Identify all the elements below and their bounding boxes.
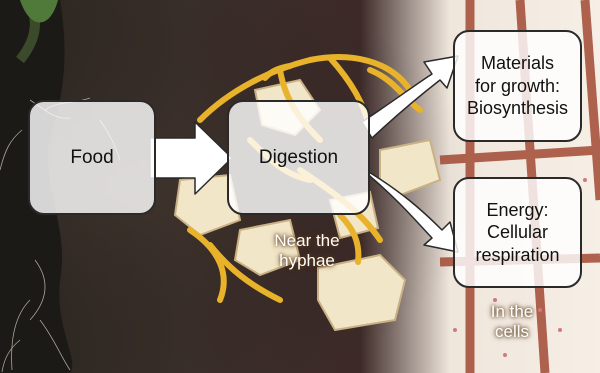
food-box: Food (28, 100, 156, 215)
digestion-box: Digestion (227, 100, 370, 215)
caption-near-hyphae: Near the hyphae (262, 231, 352, 272)
digestion-label: Digestion (259, 146, 338, 170)
food-label: Food (70, 146, 113, 170)
materials-label: Materials for growth: Biosynthesis (467, 52, 568, 120)
energy-box: Energy: Cellular respiration (453, 177, 582, 288)
caption-in-cells: In the cells (480, 302, 544, 343)
energy-label: Energy: Cellular respiration (475, 199, 559, 267)
materials-box: Materials for growth: Biosynthesis (453, 30, 582, 142)
